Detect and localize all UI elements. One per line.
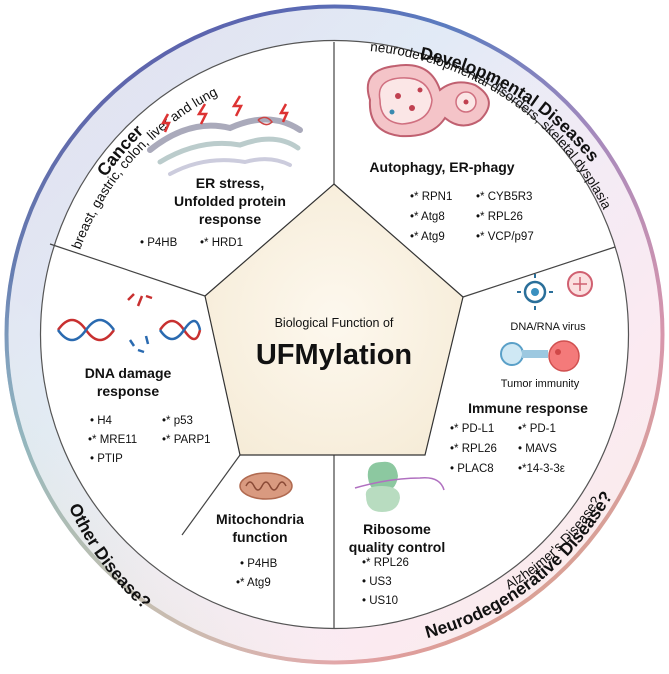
dna-title-1: DNA damage [85, 365, 172, 381]
mito-item: •* Atg9 [236, 577, 271, 589]
center-pentagon [204, 183, 464, 456]
dna-title-2: response [97, 383, 159, 399]
autophagy-item: •* VCP/p97 [476, 231, 534, 243]
tumor-immunity-icon [500, 340, 580, 372]
divider-left [49, 243, 206, 297]
immune-item: •*14-3-3ε [518, 463, 565, 475]
dna-item: •* p53 [162, 415, 193, 427]
immune-label-virus: DNA/RNA virus [510, 321, 586, 333]
autophagy-item: •* Atg8 [410, 211, 445, 223]
ribosome-item: • US10 [362, 595, 398, 607]
ribosome-item: • US3 [362, 576, 392, 588]
section-dividers [49, 42, 616, 628]
er-stress-item: •* HRD1 [200, 237, 243, 249]
autophagosome-icon [366, 64, 490, 138]
mito-title-2: function [232, 529, 287, 545]
mito-title-1: Mitochondria [216, 511, 304, 527]
divider-right [462, 246, 616, 298]
autophagy-item: •* RPL26 [476, 211, 523, 223]
mitochondria-icon [239, 472, 293, 500]
er-stress-title-2: Unfolded protein [174, 193, 286, 209]
immune-item: •* PD-L1 [450, 423, 494, 435]
endoplasmic-reticulum-icon [147, 95, 303, 176]
center-title: UFMylation [256, 339, 412, 371]
autophagy-title: Autophagy, ER-phagy [369, 159, 514, 175]
dna-item: •* PARP1 [162, 434, 211, 446]
immune-item: •* RPL26 [450, 443, 497, 455]
immune-item: • MAVS [518, 443, 557, 455]
divider-bottom-left [181, 454, 241, 536]
ribosome-title-1: Ribosome [363, 521, 431, 537]
ribosome-title-2: quality control [349, 539, 445, 555]
autophagy-item: •* Atg9 [410, 231, 445, 243]
center-subtitle: Biological Function of [275, 316, 394, 330]
er-stress-title-1: ER stress, [196, 175, 264, 191]
er-stress-title-3: response [199, 211, 261, 227]
mito-item: • P4HB [240, 558, 278, 570]
immune-item: •* PD-1 [518, 423, 556, 435]
dna-item: • H4 [90, 415, 113, 427]
autophagy-item: •* RPN1 [410, 191, 452, 203]
dna-item: • PTIP [90, 453, 123, 465]
autophagy-item: •* CYB5R3 [476, 191, 532, 203]
immune-label-tumor: Tumor immunity [501, 378, 580, 390]
er-stress-item: • P4HB [140, 237, 178, 249]
ribosome-icon [354, 461, 445, 512]
immune-item: • PLAC8 [450, 463, 494, 475]
virus-icon [517, 271, 593, 310]
ribosome-item: •* RPL26 [362, 557, 409, 569]
dna-icon [56, 293, 202, 354]
dna-item: •* MRE11 [88, 434, 137, 446]
immune-title: Immune response [468, 400, 588, 416]
